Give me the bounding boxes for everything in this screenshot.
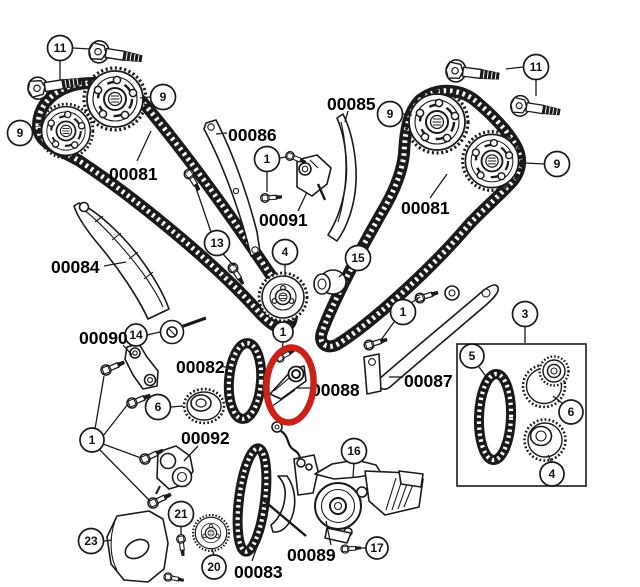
part-label-00084: 00084 bbox=[51, 257, 100, 277]
kit-small-gear bbox=[523, 418, 567, 462]
callout-11-right: 11 bbox=[522, 53, 550, 81]
part-label-00081-right: 00081 bbox=[401, 198, 450, 218]
callout-4-box: 4 bbox=[539, 461, 565, 487]
callout-number: 6 bbox=[568, 405, 575, 419]
kit-chain bbox=[473, 369, 517, 465]
callout-number: 1 bbox=[400, 305, 407, 319]
part-label-00090: 00090 bbox=[79, 328, 128, 348]
callout-16: 16 bbox=[340, 437, 368, 465]
timing-cover-23 bbox=[106, 510, 169, 583]
callout-13: 13 bbox=[203, 229, 231, 257]
callout-17: 17 bbox=[365, 536, 389, 560]
part-label-00082: 00082 bbox=[176, 357, 225, 377]
chain-tensioner-00092 bbox=[155, 445, 194, 495]
leader-lines bbox=[33, 47, 563, 562]
part-label-00083: 00083 bbox=[234, 562, 283, 582]
callout-number: 13 bbox=[210, 236, 224, 250]
callout-6-left: 6 bbox=[144, 393, 172, 421]
callout-6-box: 6 bbox=[558, 399, 584, 425]
part-label-00092: 00092 bbox=[181, 428, 230, 448]
secondary-chain-00082 bbox=[223, 338, 267, 424]
callout-21: 21 bbox=[167, 500, 195, 528]
part-label-00085: 00085 bbox=[327, 94, 376, 114]
callout-number: 4 bbox=[549, 467, 556, 481]
callout-1-right: 1 bbox=[389, 298, 417, 326]
callout-15: 15 bbox=[344, 244, 372, 272]
callout-number: 11 bbox=[530, 60, 543, 74]
callout-20: 20 bbox=[201, 554, 227, 580]
callout-number: 1 bbox=[264, 152, 271, 166]
part-label-00088: 00088 bbox=[311, 380, 360, 400]
idler-sprocket-center bbox=[257, 271, 309, 323]
cam-bolt bbox=[508, 93, 562, 123]
callout-number: 11 bbox=[54, 41, 67, 55]
callout-number: 20 bbox=[207, 560, 221, 574]
oil-pump-assembly-16 bbox=[293, 454, 424, 544]
callout-number: 3 bbox=[522, 307, 529, 321]
callout-number: 9 bbox=[554, 157, 561, 171]
callout-number: 23 bbox=[84, 534, 98, 548]
callout-1-bottom-left: 1 bbox=[79, 427, 105, 453]
cam-bolt bbox=[443, 57, 501, 88]
mount-bolt bbox=[145, 488, 174, 511]
callout-9-upper-left: 9 bbox=[149, 83, 177, 111]
cover-bolt bbox=[162, 571, 186, 585]
chain-tensioner-00091 bbox=[296, 154, 332, 201]
part-label-00089: 00089 bbox=[287, 545, 336, 565]
callout-number: 9 bbox=[160, 90, 167, 104]
lower-guide-00089 bbox=[261, 475, 307, 537]
guide-pivot-hole bbox=[78, 201, 90, 213]
callout-9-far-right: 9 bbox=[543, 150, 571, 178]
red-highlight-ellipse bbox=[263, 344, 317, 426]
highlighted-bracket-00088 bbox=[269, 365, 307, 400]
mount-bolt bbox=[98, 356, 128, 378]
callout-23: 23 bbox=[77, 527, 105, 555]
callout-number: 16 bbox=[347, 444, 361, 458]
callout-number: 1 bbox=[280, 325, 287, 339]
idler-bushing-15 bbox=[313, 269, 347, 295]
callout-4-center: 4 bbox=[271, 238, 299, 266]
callout-number: 9 bbox=[17, 126, 24, 140]
mount-bracket-00090 bbox=[124, 343, 159, 390]
crank-sprocket bbox=[191, 513, 231, 553]
right-primary-chain-00081 bbox=[315, 84, 527, 353]
callout-1-top: 1 bbox=[253, 145, 281, 173]
part-label-00087: 00087 bbox=[404, 371, 453, 391]
part-label-00091: 00091 bbox=[259, 210, 308, 230]
chain-guide-00085 bbox=[327, 113, 357, 242]
callout-number: 15 bbox=[351, 251, 365, 265]
lower-chain-00083 bbox=[232, 443, 272, 557]
callout-number: 4 bbox=[282, 245, 289, 259]
callout-11-left: 11 bbox=[46, 34, 74, 62]
callout-1-mid: 1 bbox=[272, 321, 294, 343]
callout-number: 5 bbox=[469, 349, 476, 363]
rail-bolt bbox=[362, 334, 390, 352]
callout-3: 3 bbox=[511, 300, 539, 328]
callout-14: 14 bbox=[124, 323, 148, 347]
part-label-00086: 00086 bbox=[228, 125, 277, 145]
tensioner-rail-00086 bbox=[203, 119, 261, 257]
washer-bolt-14 bbox=[159, 316, 207, 345]
callout-number: 1 bbox=[89, 433, 96, 447]
guide-pin bbox=[261, 498, 307, 537]
rail-bolt bbox=[413, 287, 441, 305]
callout-9-upper-right: 9 bbox=[376, 100, 404, 128]
part-label-00081-left: 00081 bbox=[109, 164, 158, 184]
guide-rail-00087 bbox=[363, 284, 500, 395]
tensioner-bolt bbox=[259, 191, 283, 204]
callout-number: 6 bbox=[155, 400, 162, 414]
callout-5: 5 bbox=[459, 343, 485, 369]
cover-bolt bbox=[175, 533, 189, 558]
callout-number: 17 bbox=[370, 541, 384, 555]
callout-number: 21 bbox=[174, 507, 188, 521]
callout-9-far-left: 9 bbox=[6, 119, 34, 147]
cam-phaser-exhaust-right bbox=[461, 130, 523, 192]
callout-number: 9 bbox=[387, 107, 394, 121]
chain-guide-00084 bbox=[73, 201, 170, 320]
drive-gear-left bbox=[182, 387, 226, 425]
callout-number: 14 bbox=[129, 328, 143, 342]
cam-bolt bbox=[86, 38, 145, 71]
